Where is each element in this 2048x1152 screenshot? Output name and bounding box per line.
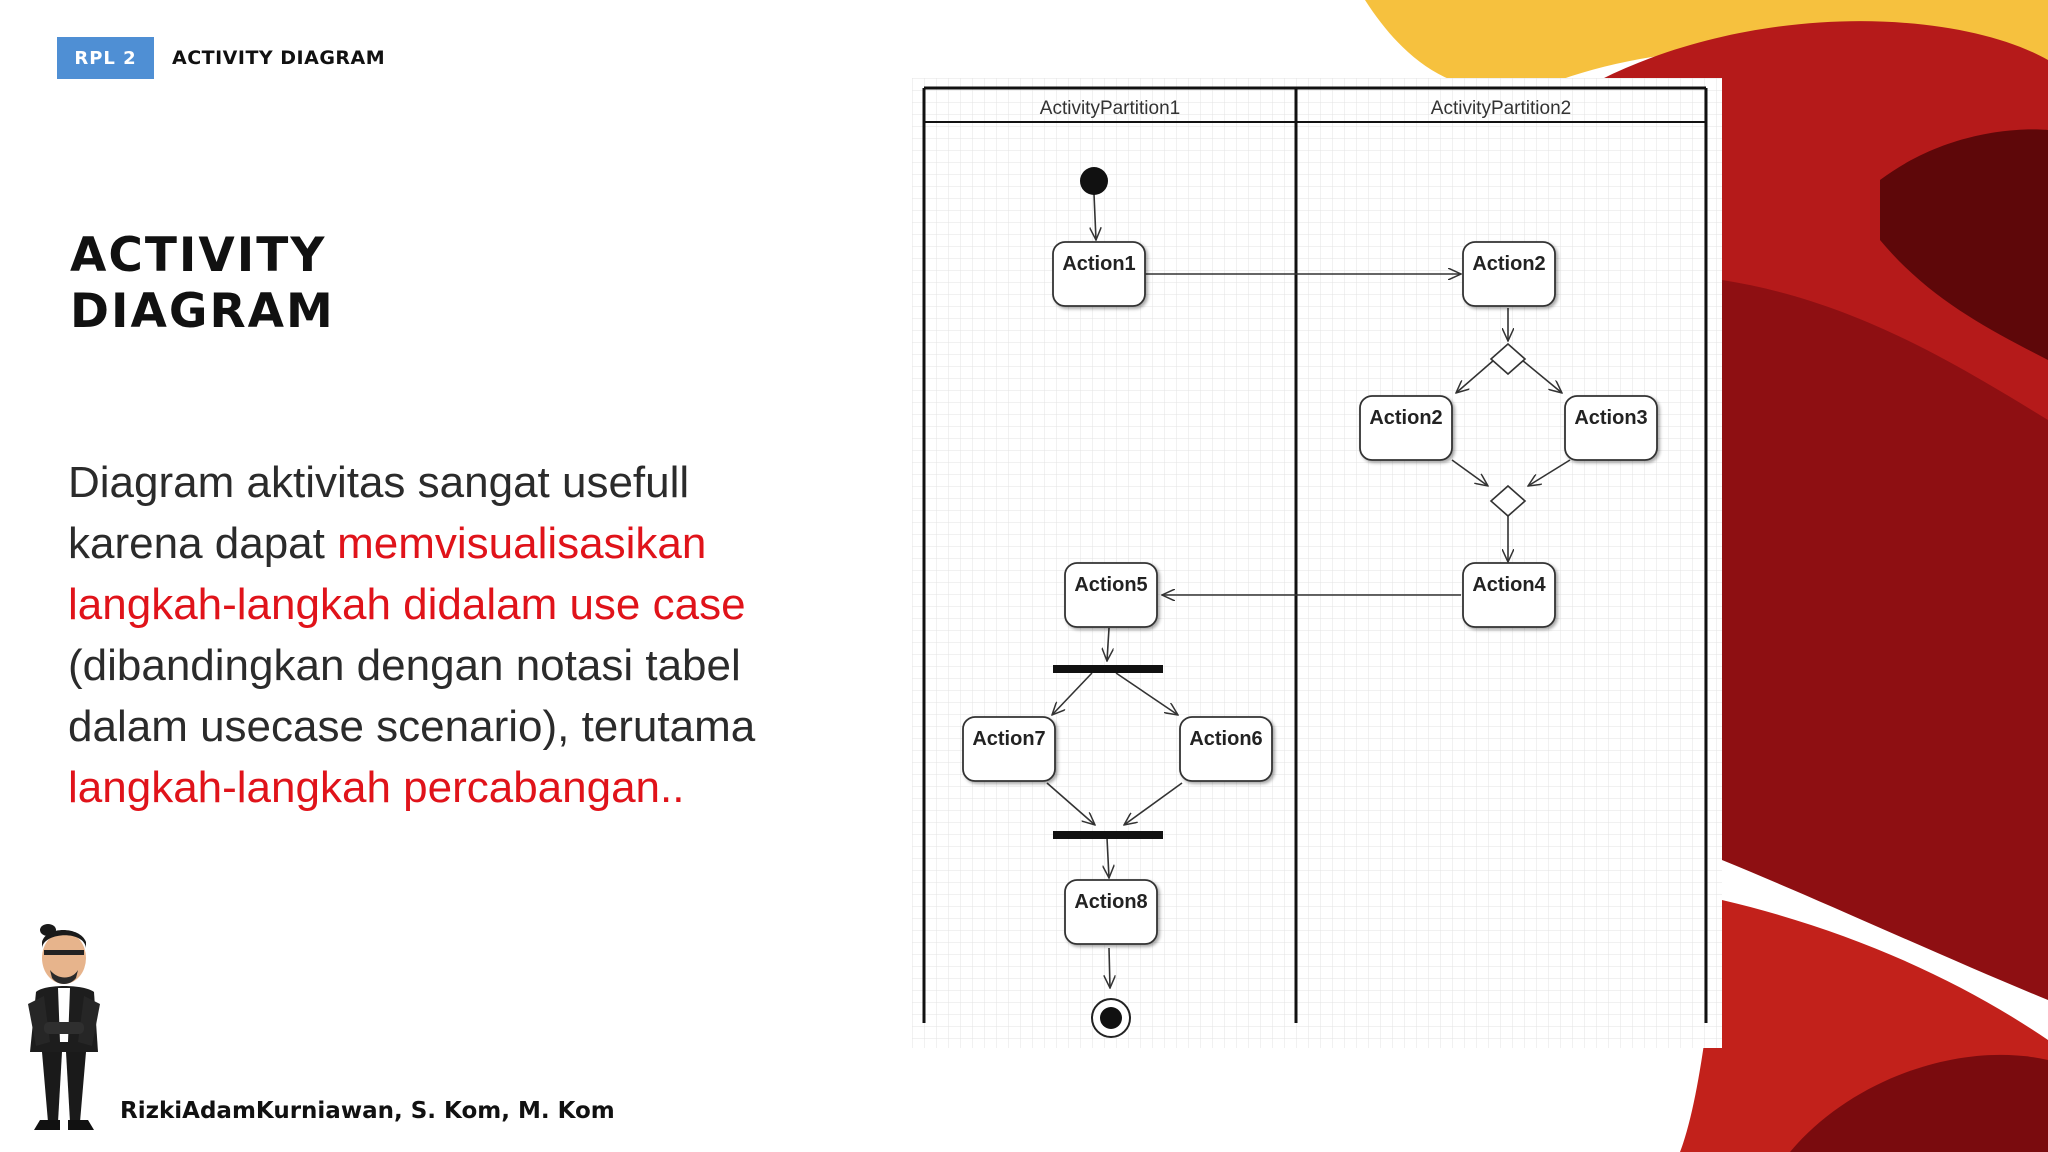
title-line-2: DIAGRAM	[70, 284, 335, 339]
body-highlight-1: memvisualisasikan langkah-langkah didala…	[68, 519, 746, 629]
swimlane-frame	[922, 86, 1708, 1023]
dark-swoosh-right	[1722, 280, 2048, 1000]
action-node-5	[1064, 562, 1158, 628]
author-name: RizkiAdamKurniawan, S. Kom, M. Kom	[120, 1098, 615, 1124]
author-avatar	[28, 924, 100, 1130]
course-badge: RPL 2	[57, 37, 154, 79]
partition-1-label: ActivityPartition1	[1040, 98, 1180, 119]
activity-diagram: ActivityPartition1 ActivityPartition2 Ac…	[912, 78, 1722, 1048]
action-node-6	[1179, 716, 1273, 782]
merge-node	[1489, 484, 1527, 518]
body-text-part-2: (dibandingkan dengan notasi tabel dalam …	[68, 641, 756, 751]
red-swoosh-top	[1600, 21, 2048, 441]
action-label-1: Action1	[1062, 253, 1135, 275]
partition-2-label: ActivityPartition2	[1431, 98, 1571, 119]
section-label: ACTIVITY DIAGRAM	[172, 47, 386, 69]
action-label-5: Action5	[1074, 574, 1147, 596]
page-title: ACTIVITY DIAGRAM	[70, 228, 335, 340]
action-label-2-top: Action2	[1472, 253, 1545, 275]
action-node-2-left	[1359, 395, 1453, 461]
action-label-4: Action4	[1472, 574, 1546, 596]
action-node-7	[962, 716, 1056, 782]
flow-edges	[1046, 193, 1571, 988]
action-label-6: Action6	[1189, 728, 1262, 750]
body-highlight-2: langkah-langkah percabangan..	[68, 763, 685, 812]
body-text-part-1: Diagram aktivitas sangat usefull karena …	[68, 458, 690, 568]
action-label-2-left: Action2	[1369, 407, 1442, 429]
action-node-1	[1052, 241, 1146, 307]
red-swoosh-mid	[1880, 129, 2048, 360]
action-node-2-top	[1462, 241, 1556, 307]
action-node-8	[1064, 879, 1158, 945]
final-node-core	[1100, 1007, 1122, 1029]
title-line-1: ACTIVITY	[70, 228, 327, 283]
diagram-grid	[912, 78, 1722, 1048]
decision-node	[1489, 342, 1527, 376]
body-paragraph: Diagram aktivitas sangat usefull karena …	[68, 452, 828, 818]
initial-node	[1080, 167, 1108, 195]
action-label-3: Action3	[1574, 407, 1647, 429]
fork-bar	[1053, 665, 1163, 673]
action-node-3	[1564, 395, 1658, 461]
dark-swoosh-bottom	[1790, 1054, 2048, 1152]
join-bar	[1053, 831, 1163, 839]
action-label-8: Action8	[1074, 891, 1147, 913]
action-label-7: Action7	[972, 728, 1045, 750]
action-node-4	[1462, 562, 1556, 628]
